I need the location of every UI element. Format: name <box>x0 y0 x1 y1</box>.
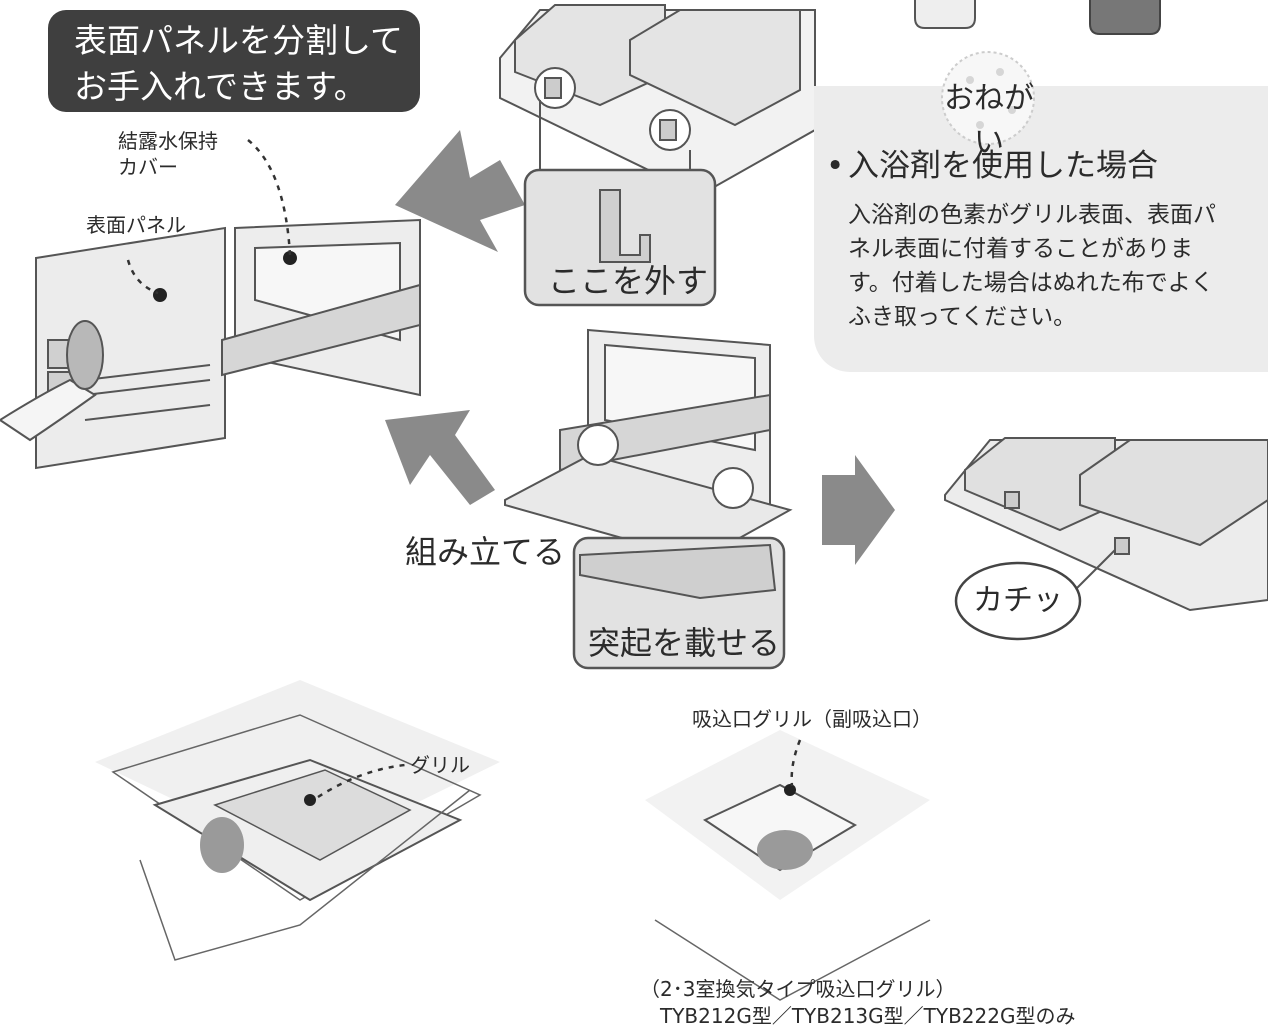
ceiling-grille-illustration <box>95 680 500 961</box>
instruction-callout: 表面パネルを分割して お手入れできます。 <box>48 10 420 112</box>
notice-body-3: す。付着した場合はぬれた布でよく <box>848 270 1214 296</box>
assemble-label: 組み立てる <box>405 533 566 571</box>
front-panel-illustration <box>0 226 226 470</box>
remove-here-label: ここを外す <box>548 262 709 300</box>
notice-panel <box>814 86 1268 372</box>
click-label: カチッ <box>973 583 1063 618</box>
place-protrusion-label: 突起を載せる <box>588 624 781 662</box>
notice-title: おねがい <box>944 81 1034 160</box>
notice-body-4: ふき取ってください。 <box>848 304 1077 330</box>
front-panel-label: 表面パネル <box>86 213 186 237</box>
condensation-cover-label-2: カバー <box>118 155 178 179</box>
arrow-down-right-icon <box>385 410 495 505</box>
notice-badge-icon <box>941 51 1035 145</box>
notice-heading: 入浴剤を使用した場合 <box>848 148 1158 184</box>
intake-grille-label: 吸込口グリル（副吸込口） <box>692 707 932 731</box>
bath-additive-bottles-icon <box>914 0 1161 35</box>
model-note-line-2: TYB212G型／TYB213G型／TYB222G型のみ <box>660 1004 1076 1028</box>
arrow-right-icon <box>822 455 895 565</box>
callout-line-1: 表面パネルを分割して <box>74 21 404 60</box>
protrusion-closeup-illustration <box>572 536 786 670</box>
notice-body-1: 入浴剤の色素がグリル表面、表面パ <box>848 202 1216 228</box>
model-note-line-1: （2･3室換気タイプ吸込口グリル） <box>640 977 956 1001</box>
grille-label: グリル <box>410 753 470 777</box>
callout-line-2: お手入れできます。 <box>74 67 367 106</box>
condensation-cover-label-1: 結露水保持 <box>118 129 218 153</box>
ventilator-unit-top-illustration <box>499 4 816 197</box>
click-speech-bubble <box>954 561 1082 641</box>
condensation-cover-illustration <box>221 218 421 397</box>
intake-grille-illustration <box>645 730 931 1001</box>
notice-bullet: • <box>826 148 845 184</box>
latch-closeup-illustration <box>523 168 717 307</box>
open-unit-illustration <box>504 328 793 562</box>
notice-body-2: ネル表面に付着することがありま <box>848 236 1193 262</box>
arrow-up-left-icon <box>395 130 525 252</box>
assembled-unit-illustration <box>944 437 1268 612</box>
